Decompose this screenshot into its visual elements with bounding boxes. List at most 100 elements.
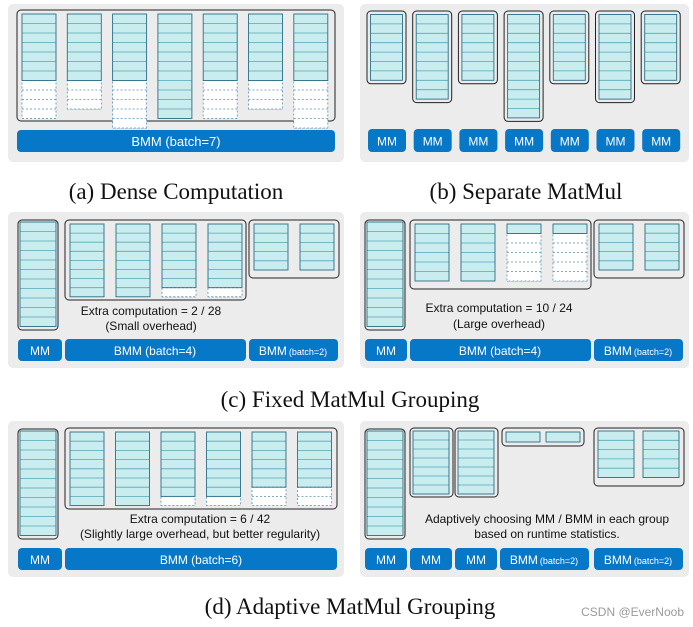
c-left-g2-2 bbox=[299, 223, 335, 271]
a-matrix-1-fill bbox=[22, 14, 56, 81]
d-left-g6-3 bbox=[160, 431, 196, 507]
d-left-g6-4-outline bbox=[206, 431, 241, 497]
a-matrix-6 bbox=[248, 13, 283, 110]
b-matrix-3-fill bbox=[461, 14, 494, 81]
d-left-single-fill bbox=[20, 431, 56, 536]
d-right-single-outline bbox=[366, 430, 404, 536]
c-left-bmm4-label: BMM (batch=4) bbox=[114, 344, 196, 358]
c-right-bmm2-batch: (batch=2) bbox=[634, 347, 672, 357]
c-left-g4-1 bbox=[69, 223, 105, 298]
d-right-bmm2-bar-2 bbox=[594, 548, 683, 570]
panel-c-left-matrices bbox=[17, 219, 335, 331]
b-matrix-7 bbox=[644, 14, 678, 81]
b-matrix-1 bbox=[370, 14, 403, 81]
d-left-single-outline bbox=[19, 430, 57, 536]
d-left-g6-2-outline bbox=[115, 431, 150, 507]
c-right-extra-line2: (Large overhead) bbox=[453, 317, 545, 331]
panel-a-frame bbox=[16, 9, 336, 122]
d-left-g6-2 bbox=[115, 431, 150, 507]
c-right-g2-1-fill bbox=[599, 224, 633, 270]
c-right-g4-4-fill bbox=[553, 224, 587, 234]
d-right-mm-bar-1 bbox=[365, 548, 407, 570]
c-left-g4-4-outline bbox=[207, 223, 243, 289]
c-left-g2-1-outline bbox=[253, 223, 289, 271]
b-matrix-2 bbox=[415, 14, 449, 100]
d-right-matrix-2 bbox=[412, 430, 450, 495]
bmm-bar bbox=[17, 130, 335, 152]
panel-b-matrices bbox=[366, 10, 681, 122]
c-left-g2-2-fill bbox=[300, 224, 334, 270]
c-right-g4-4-outline bbox=[552, 223, 588, 234]
b-matrix-2-fill bbox=[416, 14, 449, 100]
b-matrix-4-outline bbox=[507, 14, 541, 119]
c-right-g4-4-padding bbox=[552, 233, 588, 282]
d-left-single bbox=[19, 430, 57, 536]
d-right-matrix-2-outline bbox=[412, 430, 450, 495]
d-right-bmm2-word-1: BMM bbox=[510, 553, 538, 567]
d-right-matrix-5b bbox=[642, 430, 680, 478]
panel-d-right-matrices bbox=[364, 427, 685, 540]
b-frame-7 bbox=[640, 10, 681, 85]
b-mm-bar-4 bbox=[505, 129, 544, 152]
b-matrix-6 bbox=[598, 14, 632, 100]
c-left-g2-2-outline bbox=[299, 223, 335, 271]
a-matrix-4 bbox=[157, 13, 193, 119]
b-matrix-5-outline bbox=[552, 14, 586, 81]
b-mm-label-4: MM bbox=[514, 135, 534, 149]
d-left-bmm6-bar bbox=[65, 548, 337, 570]
caption-d: (d) Adaptive MatMul Grouping bbox=[205, 594, 496, 619]
a-matrix-2 bbox=[66, 13, 102, 110]
a-matrix-3-padding bbox=[112, 80, 147, 129]
b-mm-label-2: MM bbox=[423, 135, 443, 149]
d-right-matrix-4a-outline bbox=[505, 431, 541, 443]
b-mm-bar-2 bbox=[413, 129, 452, 152]
c-right-g2-2 bbox=[644, 223, 680, 271]
d-left-group6-frame bbox=[64, 427, 338, 510]
c-right-g4-3-fill bbox=[507, 224, 541, 234]
c-left-g4-3 bbox=[161, 223, 197, 298]
d-right-frame-3 bbox=[454, 427, 499, 498]
c-right-single-outline bbox=[366, 221, 404, 327]
c-right-extra-line1: Extra computation = 10 / 24 bbox=[425, 301, 572, 315]
b-frame-6 bbox=[595, 10, 635, 104]
c-left-g4-4-padding bbox=[207, 287, 243, 298]
caption-b: (b) Separate MatMul bbox=[430, 179, 623, 204]
c-right-single-frame bbox=[364, 219, 406, 331]
a-matrix-1 bbox=[21, 13, 57, 119]
b-frame-1 bbox=[366, 10, 407, 85]
a-matrix-4-outline bbox=[157, 13, 193, 119]
d-right-bmm2-batch-2: (batch=2) bbox=[634, 556, 672, 566]
d-left-g6-3-fill bbox=[161, 432, 195, 497]
d-right-mm-label-3: MM bbox=[466, 553, 486, 567]
d-right-matrix-4a bbox=[505, 431, 541, 443]
c-left-mm-label: MM bbox=[30, 344, 50, 358]
d-right-adaptive-line1: Adaptively choosing MM / BMM in each gro… bbox=[425, 512, 669, 526]
c-right-single-fill bbox=[367, 222, 403, 327]
d-left-g6-4-fill bbox=[206, 432, 241, 497]
a-matrix-3 bbox=[112, 13, 148, 129]
b-matrix-5 bbox=[552, 14, 586, 81]
a-matrix-7-fill bbox=[293, 14, 328, 81]
c-right-group2-frame bbox=[593, 219, 685, 279]
c-left-g4-3-padding bbox=[161, 287, 197, 298]
b-matrix-3 bbox=[461, 14, 495, 81]
c-left-g4-4-fill bbox=[208, 224, 242, 288]
d-right-mm-bar-3 bbox=[455, 548, 497, 570]
watermark: CSDN @EverNoob bbox=[581, 605, 684, 619]
b-matrix-6-fill bbox=[599, 14, 631, 100]
a-matrix-7-padding bbox=[293, 80, 329, 129]
d-right-bmm2-label-2: BMM(batch=2) bbox=[604, 553, 672, 567]
c-right-g4-3-padding bbox=[506, 233, 542, 282]
c-right-bmm2-word: BMM bbox=[604, 344, 632, 358]
c-left-extra-line1: Extra computation = 2 / 28 bbox=[81, 304, 222, 318]
d-right-bmm2-word-2: BMM bbox=[604, 553, 632, 567]
d-right-single-fill bbox=[367, 431, 403, 536]
a-matrix-2-padding bbox=[66, 80, 102, 110]
b-frame-5 bbox=[549, 10, 590, 85]
c-left-bmm2-bar bbox=[249, 339, 338, 361]
c-right-bmm2-bar bbox=[594, 339, 683, 361]
d-right-matrix-5a bbox=[597, 430, 635, 478]
d-left-mm-label: MM bbox=[30, 553, 50, 567]
a-matrix-2-outline bbox=[66, 13, 102, 81]
